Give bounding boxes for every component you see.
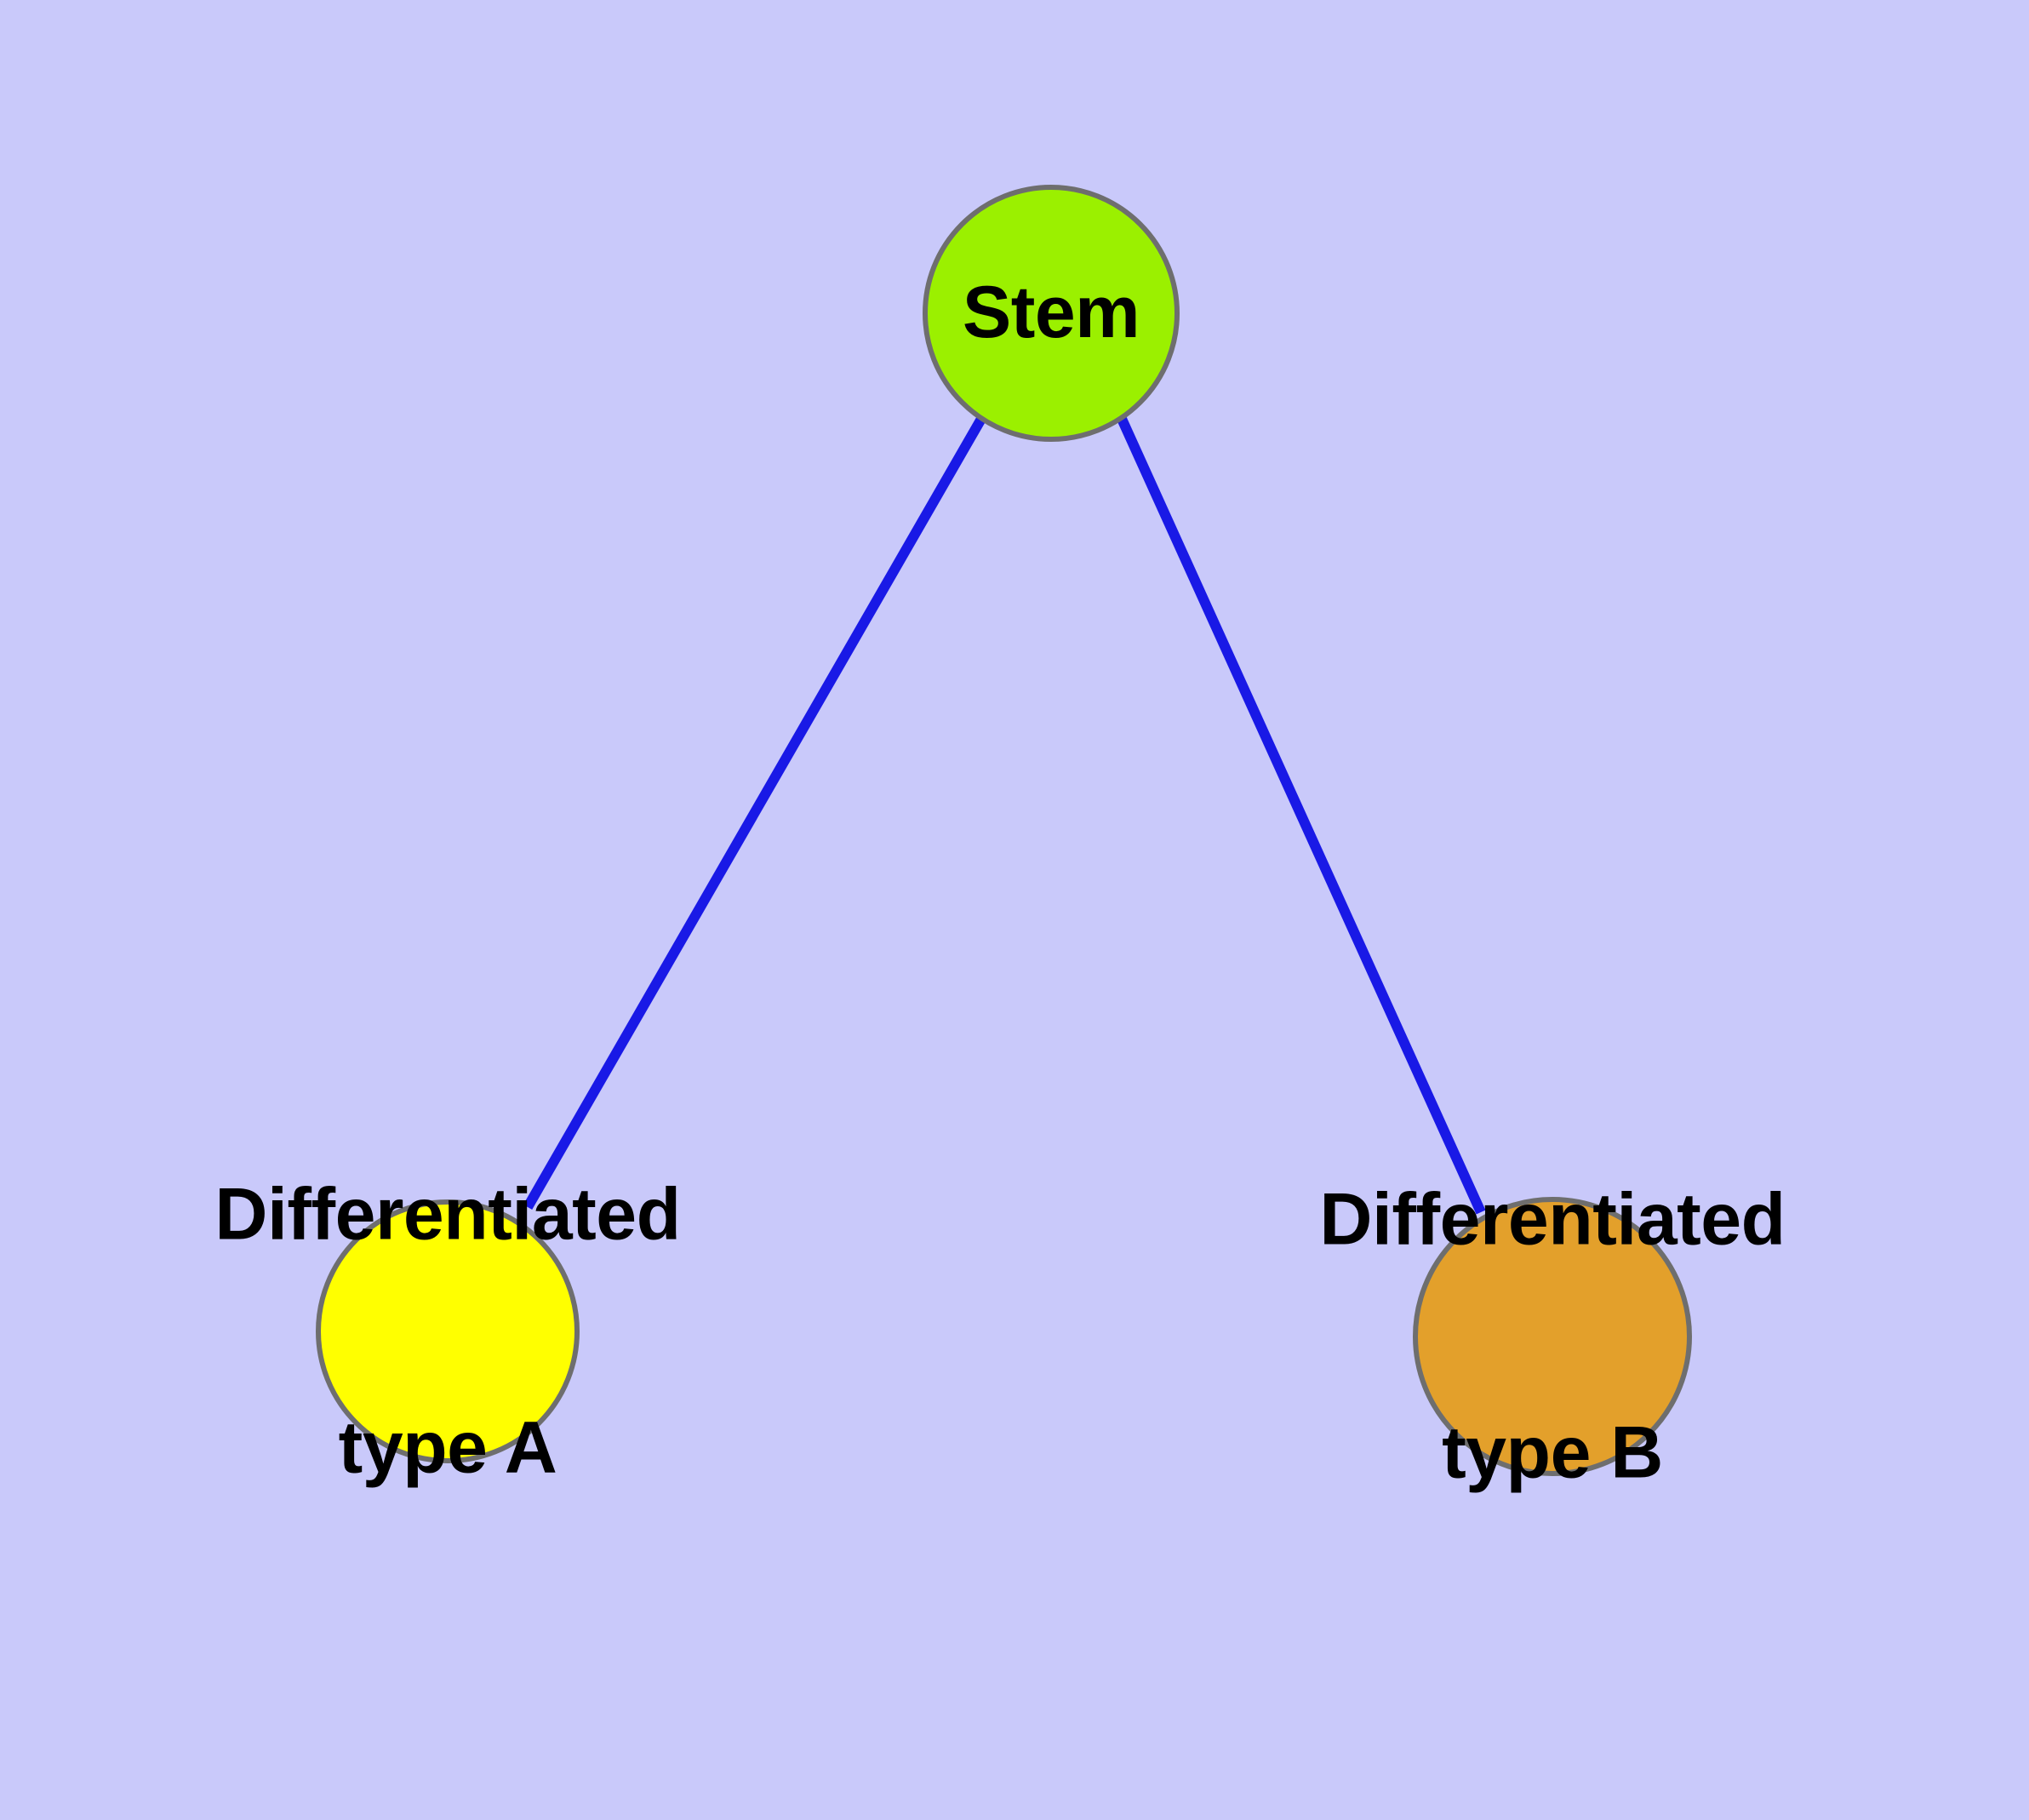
edges-group — [523, 416, 1486, 1215]
node-differentiated-type-a[interactable] — [316, 1199, 580, 1463]
edge-stem-to-differentiated-type-a[interactable] — [523, 416, 986, 1210]
edge-stem-to-differentiated-type-b[interactable] — [1117, 416, 1486, 1215]
nodes-group — [316, 185, 1692, 1476]
node-differentiated-type-b[interactable] — [1413, 1197, 1692, 1476]
node-stem[interactable] — [923, 185, 1180, 442]
